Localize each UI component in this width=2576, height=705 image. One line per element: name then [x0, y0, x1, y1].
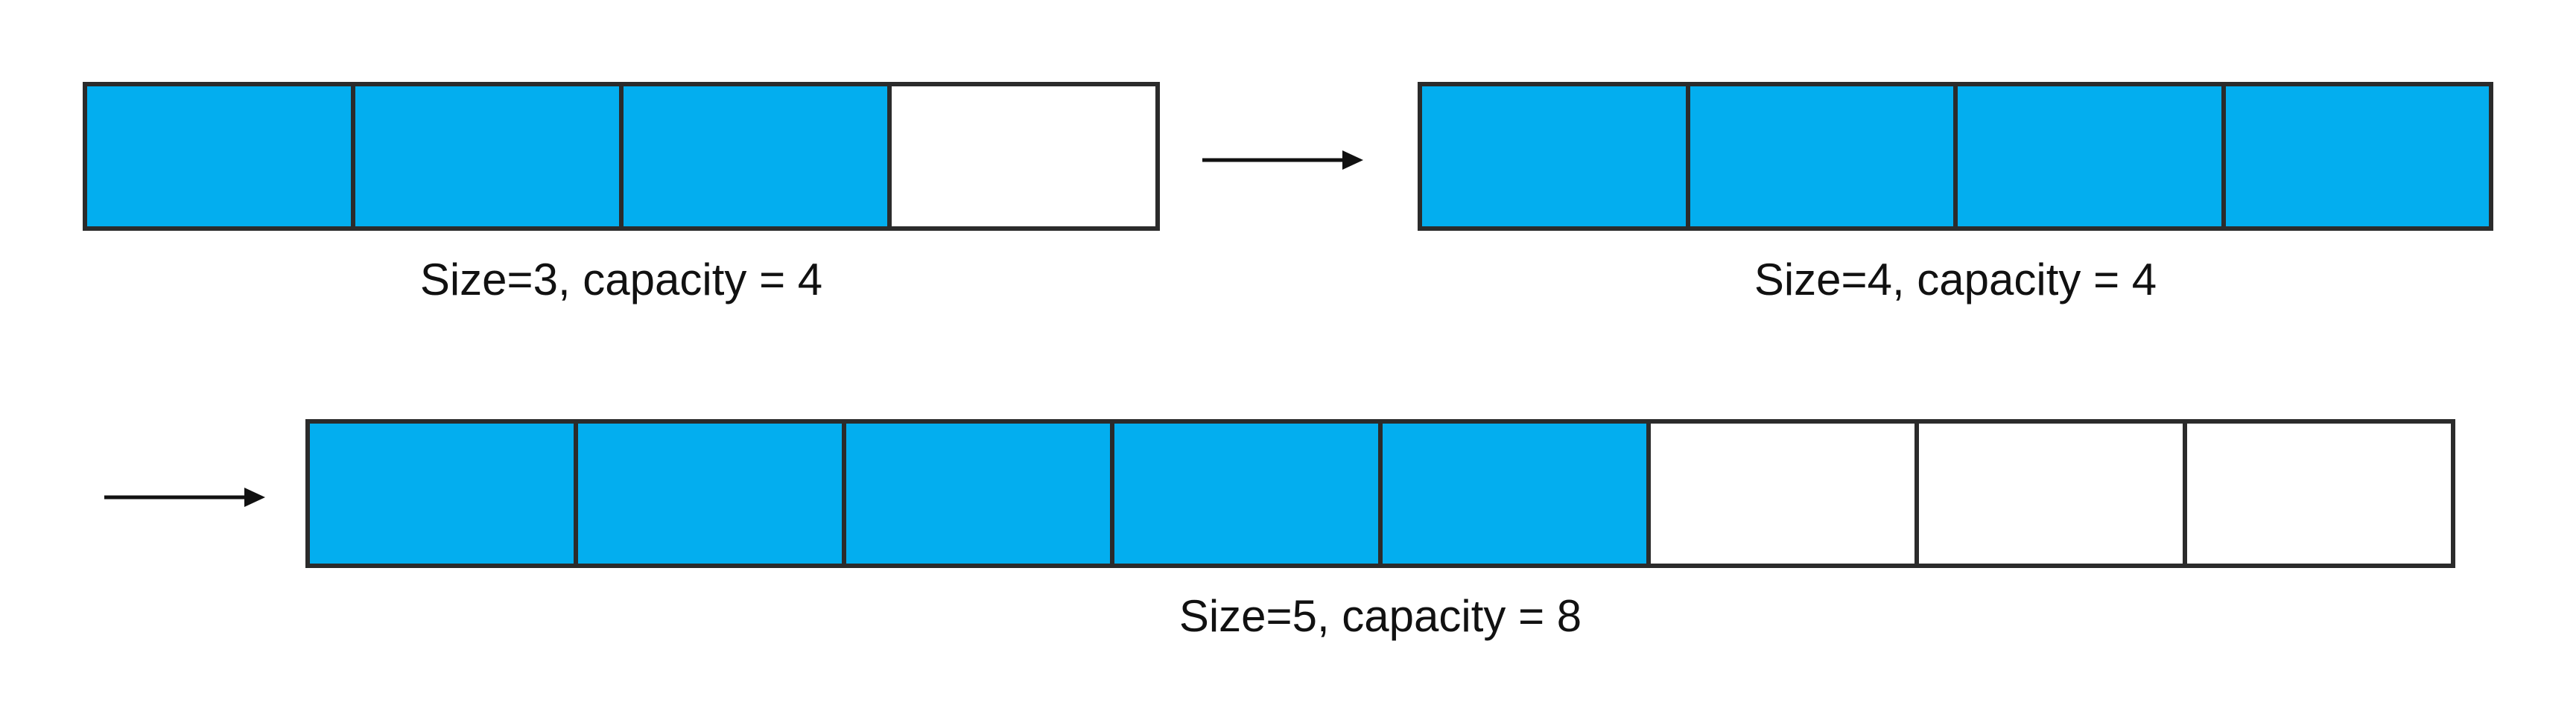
array-cell-filled — [578, 424, 846, 564]
array-cell-filled — [87, 86, 355, 226]
array-cell-filled — [1114, 424, 1383, 564]
array-cell-filled — [624, 86, 892, 226]
array-size4-capacity4 — [1418, 82, 2493, 231]
array-cell-filled — [1422, 86, 1690, 226]
array-label-2: Size=4, capacity = 4 — [1754, 255, 2157, 304]
array-cell-filled — [1690, 86, 1958, 226]
array-cell-filled — [310, 424, 578, 564]
array-cell-filled — [2225, 86, 2489, 226]
array-label-1: Size=3, capacity = 4 — [419, 255, 823, 304]
array-size3-capacity4 — [83, 82, 1160, 231]
array-cell-filled — [1383, 424, 1651, 564]
array-cell-filled — [846, 424, 1114, 564]
array-cell-empty — [1919, 424, 2187, 564]
array-cell-filled — [1958, 86, 2226, 226]
array-size5-capacity8 — [305, 419, 2455, 568]
array-cell-empty — [892, 86, 1155, 226]
array-label-3: Size=5, capacity = 8 — [1178, 591, 1582, 641]
arrow-right-icon — [1202, 150, 1363, 170]
array-cell-filled — [355, 86, 624, 226]
array-cell-empty — [2187, 424, 2451, 564]
arrow-right-icon — [104, 488, 265, 507]
array-cell-empty — [1651, 424, 1919, 564]
